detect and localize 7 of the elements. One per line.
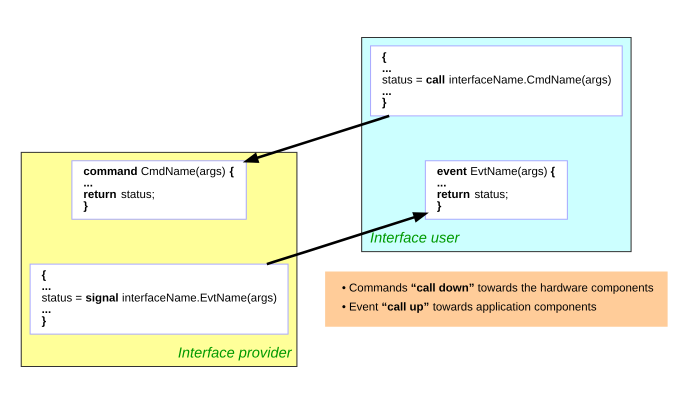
node-box: { ... status = signal interfaceName.EvtName(args) ... } <box>30 264 289 335</box>
arrow <box>266 212 429 266</box>
node-box: { ... status = call interfaceName.CmdName(args) ... } <box>370 45 623 116</box>
node-box: command CmdName(args) { ... return status; } <box>71 160 247 220</box>
node-box: event EvtName(args) { ... return status; } <box>424 160 568 220</box>
node-box: • Commands “call down” towards the hardware components • Event “call up” towards application components <box>325 271 668 327</box>
arrow <box>242 114 390 163</box>
